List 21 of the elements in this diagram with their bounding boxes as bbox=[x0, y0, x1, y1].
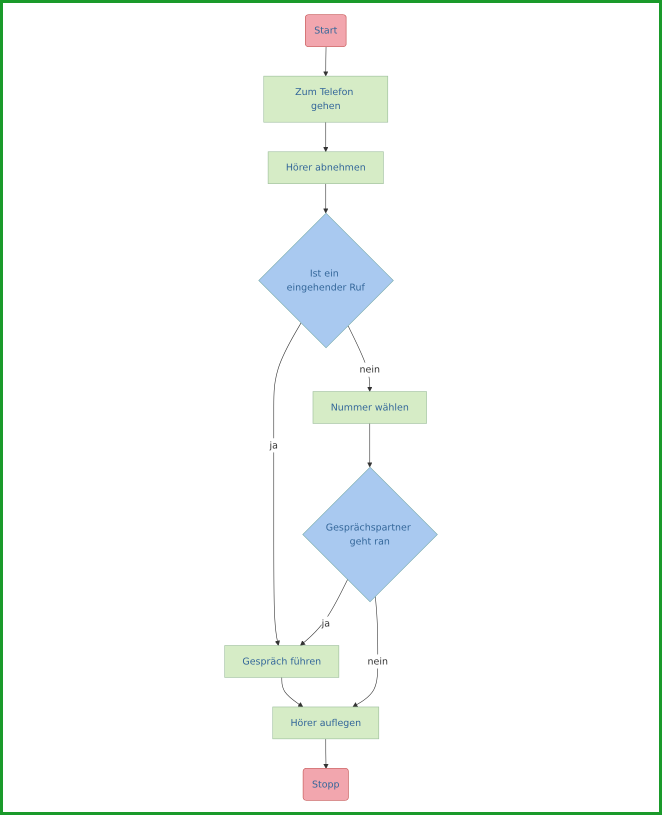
arrow bbox=[367, 423, 372, 468]
node-box: Hörer auflegen bbox=[272, 706, 380, 740]
arrow bbox=[348, 325, 372, 392]
edge-label: nein bbox=[360, 364, 380, 376]
arrow bbox=[352, 596, 378, 708]
arrow bbox=[273, 322, 302, 646]
edge-label: ja bbox=[270, 439, 278, 451]
arrow bbox=[323, 183, 328, 214]
arrow bbox=[323, 122, 328, 152]
edge-label: ja bbox=[322, 618, 330, 629]
node-diamond: Gesprächspartner geht ran bbox=[302, 466, 438, 602]
arrow bbox=[323, 46, 328, 76]
node-box: Hörer abnehmen bbox=[268, 151, 384, 184]
node-box: Zum Telefon gehen bbox=[263, 76, 388, 123]
arrow bbox=[300, 579, 348, 646]
node-diamond: Ist ein eingehender Ruf bbox=[258, 212, 394, 348]
arrow bbox=[323, 738, 329, 769]
node-box: Nummer wählen bbox=[312, 391, 427, 424]
edge-label: nein bbox=[368, 656, 388, 667]
node-box: Gespräch führen bbox=[224, 645, 340, 678]
arrow bbox=[281, 677, 304, 708]
